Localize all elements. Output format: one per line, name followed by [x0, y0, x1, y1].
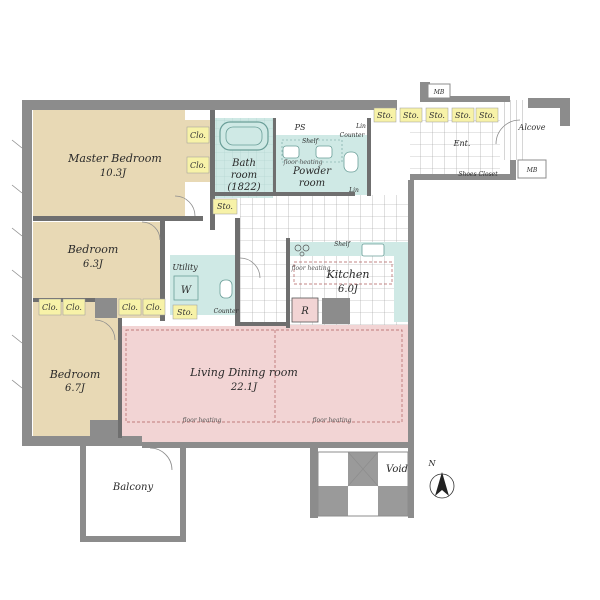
tag-bg-sto-ent3 [425, 107, 449, 123]
tag-bg-clo-b3 [118, 298, 142, 316]
floor-heating-living1: floor heating [181, 417, 221, 424]
bedroom-mid-name: Bedroom [67, 243, 119, 256]
balcony-floor [80, 462, 188, 540]
mb-top-label: MB [433, 89, 445, 96]
toilet-powder[interactable] [343, 151, 359, 173]
ent-label: Ent. [453, 139, 471, 148]
tag-bg-clo-master1 [186, 126, 210, 144]
bathtub[interactable] [219, 121, 269, 151]
tag-bg-sto-master [212, 198, 238, 215]
bathtub-inner [225, 126, 263, 146]
utility-name: Utility [172, 263, 198, 272]
mb-right-label: MB [526, 167, 538, 174]
powder-line2: room [299, 178, 325, 189]
shelf-kitchen-label: Shelf [334, 241, 351, 248]
counter-top-label: Counter [340, 132, 366, 139]
void-diagonal-2 [347, 451, 379, 487]
tag-clo-b3: Clo. [122, 303, 138, 312]
mb-right-box [517, 159, 547, 179]
kitchen-sink[interactable] [361, 243, 385, 257]
tag-bg-clo-b4 [142, 298, 166, 316]
tag-clo-master2: Clo. [190, 161, 206, 170]
door-arcs [94, 119, 521, 471]
mb-top-box [427, 83, 451, 99]
tag-clo-b4: Clo. [146, 303, 162, 312]
bath-heating-area [281, 139, 343, 163]
bath-line1: Bath [231, 158, 256, 169]
living-floor [118, 326, 408, 444]
utility-w: W [181, 285, 192, 296]
floor-heating-kitchen: floor heating [290, 265, 330, 272]
tag-bg-clo-master2 [186, 156, 210, 174]
tag-sto-ent3: Sto. [429, 111, 445, 120]
floor-heating-living2: floor heating [311, 417, 351, 424]
entry-tile-floor [410, 120, 500, 175]
kitchen-size: 6.0J [338, 284, 359, 295]
refrigerator-box[interactable] [291, 297, 319, 323]
tag-bg-clo-b1 [38, 298, 62, 316]
bath-line2: room [231, 170, 257, 181]
alcove-label: Alcove [518, 123, 546, 132]
alcove-stripes [500, 100, 528, 160]
ps-label: PS [294, 123, 306, 132]
void-label: Void [386, 464, 408, 475]
tag-sto-ent4: Sto. [455, 111, 471, 120]
shoes-closet-label: Shoes Closet [458, 171, 498, 178]
stove-icon [294, 244, 310, 257]
master-bedroom-floor [33, 110, 185, 218]
tag-sto-ent5: Sto. [479, 111, 495, 120]
shelf-top-label: Shelf [302, 138, 319, 145]
tag-clo-master1: Clo. [190, 131, 206, 140]
master-bedroom-name: Master Bedroom [67, 152, 162, 165]
bedroom-low-name: Bedroom [49, 368, 101, 381]
void-block-1 [318, 486, 348, 516]
bedroom-low-size: 6.7J [65, 383, 86, 394]
tag-sto-util: Sto. [177, 308, 193, 317]
lin2-label: Lin [348, 187, 359, 194]
window-marks [11, 139, 23, 389]
living-size: 22.1J [230, 382, 258, 393]
kitchen-name: Kitchen [326, 268, 370, 281]
powder-line1: Powder [292, 166, 332, 177]
void-block-3 [378, 486, 408, 516]
lin1-label: Lin [355, 123, 366, 130]
tag-clo-b2: Clo. [66, 303, 82, 312]
tag-bg-clo-b2 [62, 298, 86, 316]
refrigerator-label: R [300, 306, 309, 317]
tag-bg-sto-ent5 [475, 107, 499, 123]
tags [38, 107, 499, 320]
bedroom-mid-floor [33, 222, 163, 300]
washer-box[interactable] [173, 275, 199, 301]
tag-sto-master: Sto. [217, 202, 233, 211]
kitchen-side-counter [394, 242, 408, 322]
tag-sto-ent1: Sto. [377, 111, 393, 120]
powder-sink-2[interactable] [315, 145, 333, 159]
bath-line3: (1822) [227, 182, 260, 193]
toilet-utility[interactable] [219, 279, 233, 299]
bedroom-mid-size: 6.3J [83, 259, 104, 270]
tag-clo-b1: Clo. [42, 303, 58, 312]
tag-bg-sto-ent2 [399, 107, 423, 123]
north-arrow-icon [429, 472, 455, 499]
powder-sink-1[interactable] [282, 145, 300, 159]
living-heating-area [125, 329, 403, 423]
living-name: Living Dining room [189, 366, 298, 379]
counter-bottom-label: Counter [214, 308, 240, 315]
tag-bg-sto-ent4 [451, 107, 475, 123]
tag-sto-ent2: Sto. [403, 111, 419, 120]
balcony-label: Balcony [112, 482, 154, 493]
master-bedroom-size: 10.3J [100, 168, 127, 179]
floor-heating-bath: floor heating [282, 159, 322, 166]
north-label: N [428, 459, 437, 468]
bedroom-low-floor [33, 318, 118, 436]
tag-bg-sto-ent1 [373, 107, 397, 123]
tag-bg-sto-util [172, 304, 198, 320]
walls [22, 82, 570, 542]
